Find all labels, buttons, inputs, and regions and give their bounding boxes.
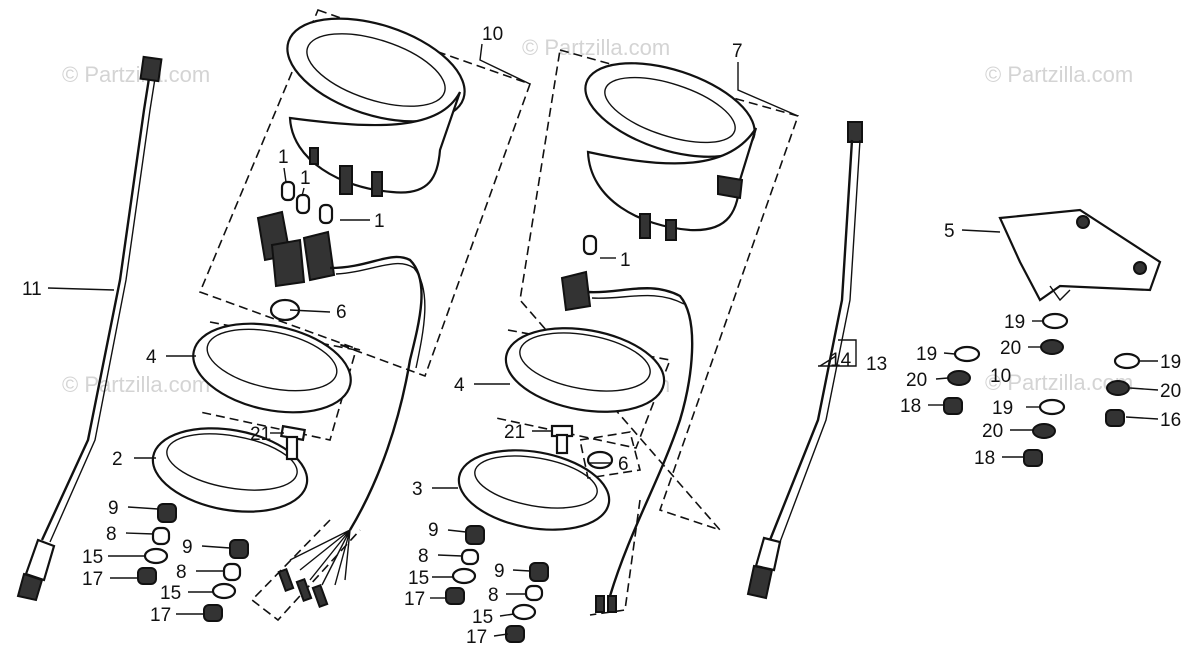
- watermark: © Partzilla.com: [62, 372, 210, 397]
- fasteners-bracket: [943, 312, 1141, 467]
- callout-1: 1: [300, 168, 311, 189]
- callout-20: 20: [982, 421, 1003, 442]
- callout-17: 17: [466, 627, 487, 648]
- tachometer-housing: [286, 17, 466, 197]
- meter-ring-left: [192, 322, 352, 414]
- screw-21-right: [550, 424, 574, 455]
- callout-4: 4: [146, 347, 157, 368]
- callout-18: 18: [900, 396, 921, 417]
- bulb-sockets-left: [256, 180, 426, 531]
- callout-20: 20: [1000, 338, 1021, 359]
- callout-17: 17: [404, 589, 425, 610]
- callout-5: 5: [944, 221, 955, 242]
- callout-11: 11: [22, 279, 42, 300]
- callout-6: 6: [618, 454, 629, 475]
- callout-8: 8: [488, 585, 499, 606]
- grommet-right: [586, 450, 614, 470]
- fasteners-right: [445, 525, 549, 643]
- callout-19: 19: [992, 398, 1013, 419]
- callout-9: 9: [428, 520, 439, 541]
- wire-harness-left: [250, 519, 361, 622]
- grommet-box-right: [579, 431, 641, 479]
- callout-21: 21: [250, 424, 271, 445]
- callout-19: 19: [1160, 352, 1181, 373]
- wire-guide-right: [589, 499, 641, 616]
- meter-cable-left: [16, 55, 163, 602]
- callout-16: 16: [1160, 410, 1181, 431]
- callout-15: 15: [472, 607, 493, 628]
- bulb-socket-right: [560, 234, 694, 613]
- callout-15: 15: [160, 583, 181, 604]
- callout-17: 17: [150, 605, 171, 626]
- screw-21-left: [280, 424, 306, 461]
- watermark: © Partzilla.com: [985, 62, 1133, 87]
- callout-9: 9: [182, 537, 193, 558]
- callout-18: 18: [974, 448, 995, 469]
- meter-cable-right: [746, 121, 863, 600]
- meter-case-right: [457, 449, 611, 531]
- callout-20: 20: [906, 370, 927, 391]
- callout-9: 9: [494, 561, 505, 582]
- meter-bracket: [998, 208, 1162, 302]
- callout-2: 2: [112, 449, 123, 470]
- callout-8: 8: [106, 524, 117, 545]
- callout-labels: 10 7 11 1 1 1 1 6 4 21 2 9 8 15 17 9 8 1…: [22, 24, 1181, 648]
- callout-19: 19: [916, 344, 937, 365]
- callout-6: 6: [336, 302, 347, 323]
- callout-21: 21: [504, 422, 525, 443]
- callout-15: 15: [82, 547, 103, 568]
- meter-case-left: [151, 427, 309, 513]
- callout-19: 19: [1004, 312, 1025, 333]
- speedometer-housing: [584, 62, 758, 241]
- fasteners-left: [137, 503, 249, 622]
- callout-20: 20: [1160, 381, 1181, 402]
- callout-3: 3: [412, 479, 423, 500]
- callout-13: 13: [866, 354, 887, 375]
- callout-10: 10: [482, 24, 503, 45]
- callout-8: 8: [418, 546, 429, 567]
- callout-17: 17: [82, 569, 103, 590]
- callout-7: 7: [732, 41, 743, 62]
- callout-1: 1: [278, 147, 289, 168]
- callout-14: 14: [830, 350, 852, 371]
- callout-8: 8: [176, 562, 187, 583]
- callout-4: 4: [454, 375, 465, 396]
- callout-9: 9: [108, 498, 119, 519]
- callout-10: 10: [990, 366, 1011, 387]
- callout-15: 15: [408, 568, 429, 589]
- watermark: © Partzilla.com: [62, 62, 210, 87]
- leader-lines: [47, 43, 1159, 637]
- callout-1: 1: [620, 250, 631, 271]
- callout-1: 1: [374, 211, 385, 232]
- meter-ring-right: [504, 327, 666, 413]
- watermark: © Partzilla.com: [522, 35, 670, 60]
